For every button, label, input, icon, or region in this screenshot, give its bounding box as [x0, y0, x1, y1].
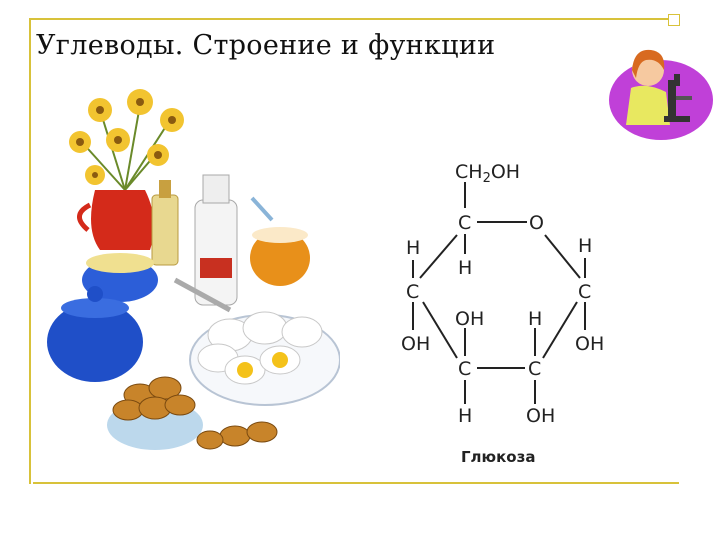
ch2oh-label: CH2OH: [455, 161, 520, 186]
milk-bottle-icon: [194, 199, 238, 306]
slide-corner-mark: [668, 14, 680, 26]
honey-jar-icon: [250, 230, 310, 286]
cookies-icon: [112, 376, 278, 450]
carbon-bottom-left-label: C: [458, 358, 471, 380]
carbon-1-label: C: [458, 212, 471, 234]
scientist-microscope-icon: [609, 49, 713, 140]
hydroxyl-left-label: OH: [401, 333, 430, 355]
hydrogen-under-c1-label: H: [458, 257, 472, 279]
ring-bonds: [412, 182, 586, 404]
glucose-structure-diagram: CH2OH C O H H H C C OH OH H OH C C H OH …: [401, 161, 604, 466]
hydrogen-bottom-label: H: [458, 405, 472, 427]
carbon-left-label: C: [406, 281, 419, 303]
blue-sugar-bowl-icon: [47, 302, 143, 382]
hydrogen-right-top-label: H: [578, 235, 592, 257]
hydrogen-left-top-label: H: [406, 237, 420, 259]
slide-title: Углеводы. Строение и функции: [36, 30, 496, 61]
slide-top-border: [29, 18, 679, 20]
hydroxyl-mid-label: OH: [455, 308, 484, 330]
oil-bottle-icon: [151, 194, 179, 266]
hydroxyl-bottom-label: OH: [526, 405, 555, 427]
slide-left-border: [29, 18, 31, 484]
hydroxyl-right-label: OH: [575, 333, 604, 355]
glucose-caption: Глюкоза: [461, 448, 535, 466]
flowers-icon: [69, 89, 184, 191]
red-jug-icon: [91, 190, 154, 250]
knife-icon: [173, 277, 232, 313]
food-illustration: [47, 89, 340, 450]
carbon-right-label: C: [578, 281, 591, 303]
oxygen-label: O: [529, 212, 544, 234]
hydrogen-mid-label: H: [528, 308, 542, 330]
carbon-bottom-right-label: C: [528, 358, 541, 380]
slide-bottom-border: [33, 482, 679, 484]
